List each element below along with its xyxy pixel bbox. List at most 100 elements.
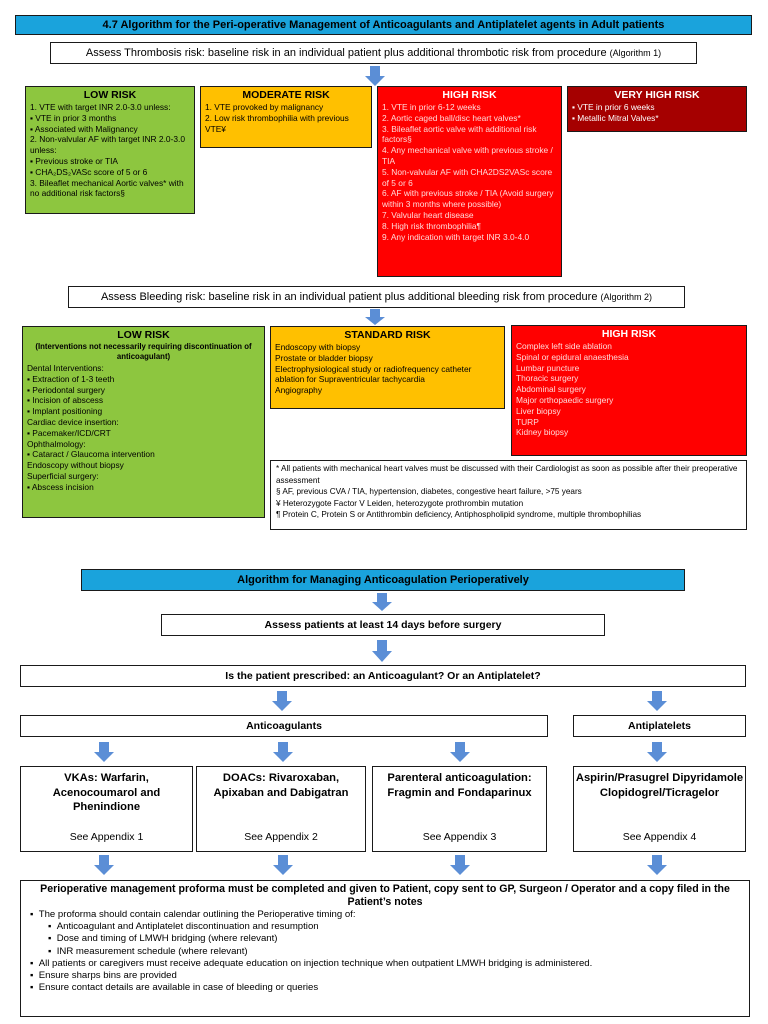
thrombosis-moderate-risk-title: MODERATE RISK	[242, 89, 330, 101]
appendix-ref: See Appendix 1	[69, 831, 144, 843]
appendix-ref: See Appendix 2	[244, 831, 318, 843]
thrombosis-assessment-text: Assess Thrombosis risk: baseline risk in…	[85, 47, 607, 59]
list-item: 4. Any mechanical valve with previous st…	[382, 145, 553, 166]
thrombosis-moderate-risk-box: MODERATE RISK 1. VTE provoked by maligna…	[200, 86, 372, 148]
list-item: 1. VTE provoked by malignancy	[205, 102, 324, 112]
list-item: ▪ Pacemaker/ICD/CRT	[27, 427, 111, 438]
down-arrow-icon	[372, 640, 392, 662]
bleeding-assessment-box: Assess Bleeding risk: baseline risk in a…	[68, 286, 685, 308]
list-item: ▪ Metallic Mitral Valves*	[572, 112, 659, 123]
list-item: Kidney biopsy	[516, 427, 569, 438]
list-item: ¥ Heterozygote Factor V Leiden, heterozy…	[276, 498, 524, 508]
proforma-item: ▪ INR measurement schedule (where releva…	[48, 945, 248, 957]
thrombosis-low-risk-list: 1. VTE with target INR 2.0-3.0 unless:▪ …	[30, 102, 190, 199]
drug-name: Aspirin/Prasugrel Dipyridamole Clopidogr…	[575, 772, 744, 799]
proforma-item: ▪ Ensure contact details are available i…	[30, 982, 319, 994]
list-item: Ophthalmology:	[27, 438, 86, 449]
thrombosis-assessment-box: Assess Thrombosis risk: baseline risk in…	[50, 42, 697, 64]
anticoagulants-box: Anticoagulants	[20, 715, 548, 737]
proforma-heading: Perioperative management proforma must b…	[40, 883, 730, 908]
proforma-items: ▪ The proforma should contain calendar o…	[27, 909, 743, 994]
down-arrow-icon	[94, 742, 114, 762]
down-arrow-icon	[272, 691, 292, 711]
list-item: Complex left side ablation	[516, 341, 612, 351]
down-arrow-icon	[273, 742, 293, 762]
list-item: Thoracic surgery	[516, 373, 579, 384]
down-arrow-icon	[372, 593, 392, 611]
list-item: ¶ Protein C, Protein S or Antithrombin d…	[276, 510, 642, 520]
list-item: Angiography	[275, 385, 323, 396]
list-item: Endoscopy without biopsy	[27, 460, 124, 471]
thrombosis-high-risk-title: HIGH RISK	[442, 89, 497, 101]
down-arrow-icon	[450, 742, 470, 762]
list-item: ▪ Periodontal surgery	[27, 384, 105, 395]
list-item: Dental Interventions:	[27, 363, 104, 373]
drug-name: VKAs: Warfarin, Acenocoumarol and Phenin…	[52, 772, 161, 813]
bleeding-low-risk-subtitle: (Interventions not necessarily requiring…	[35, 342, 252, 361]
list-item: ▪ Implant positioning	[27, 406, 103, 417]
list-item: ▪ Abscess incision	[27, 481, 94, 492]
bleeding-high-risk-title: HIGH RISK	[601, 328, 657, 340]
drug-box-doac: DOACs: Rivaroxaban, Apixaban and Dabigat…	[196, 766, 366, 852]
list-item: 2. Aortic caged ball/disc heart valves*	[382, 112, 521, 123]
down-arrow-icon	[647, 855, 667, 875]
proforma-item: ▪ Dose and timing of LMWH bridging (wher…	[48, 933, 278, 945]
down-arrow-icon	[365, 66, 385, 86]
list-item: 1. VTE in prior 6-12 weeks	[382, 102, 481, 112]
page-title: 4.7 Algorithm for the Peri-operative Man…	[15, 15, 752, 35]
list-item: * All patients with mechanical heart val…	[276, 464, 738, 485]
list-item: Liver biopsy	[516, 405, 561, 416]
list-item: Spinal or epidural anaesthesia	[516, 351, 629, 362]
algorithm-header: Algorithm for Managing Anticoagulation P…	[81, 569, 685, 591]
list-item: Major orthopaedic surgery	[516, 394, 614, 405]
list-item: ▪ Previous stroke or TIA	[30, 155, 118, 166]
list-item: 2. Non-valvular AF with target INR 2.0-3…	[30, 134, 186, 156]
list-item: 6. AF with previous stroke / TIA (Avoid …	[382, 188, 554, 210]
drug-box-vka: VKAs: Warfarin, Acenocoumarol and Phenin…	[20, 766, 193, 852]
list-item: Prostate or bladder biopsy	[275, 352, 373, 363]
list-item: Abdominal surgery	[516, 384, 586, 395]
footnotes-box: * All patients with mechanical heart val…	[270, 460, 747, 530]
list-item: ▪ Incision of abscess	[27, 395, 104, 406]
bleeding-assessment-ref: (Algorithm 2)	[600, 292, 653, 302]
list-item: 3. Bileaflet aortic valve with additiona…	[382, 123, 537, 145]
proforma-item: ▪ The proforma should contain calendar o…	[30, 909, 356, 920]
down-arrow-icon	[647, 691, 667, 711]
list-item: ▪ VTE in prior 3 months	[30, 112, 117, 123]
down-arrow-icon	[273, 855, 293, 875]
list-item: 8. High risk thrombophilia¶	[382, 220, 481, 231]
thrombosis-very-high-risk-list: ▪ VTE in prior 6 weeks▪ Metallic Mitral …	[572, 102, 742, 124]
down-arrow-icon	[450, 855, 470, 875]
footnotes-list: * All patients with mechanical heart val…	[276, 463, 741, 521]
list-item: 3. Bileaflet mechanical Aortic valves* w…	[30, 177, 184, 199]
list-item: § AF, previous CVA / TIA, hypertension, …	[276, 487, 582, 497]
list-item: 9. Any indication with target INR 3.0-4.…	[382, 231, 530, 242]
drug-name: DOACs: Rivaroxaban, Apixaban and Dabigat…	[213, 772, 349, 799]
bleeding-low-risk-list: Dental Interventions:▪ Extraction of 1-3…	[27, 363, 260, 493]
down-arrow-icon	[94, 855, 114, 875]
down-arrow-icon	[647, 742, 667, 762]
list-item: TURP	[516, 416, 539, 427]
proforma-item: ▪ Ensure sharps bins are provided	[30, 970, 177, 982]
assess-14-days-box: Assess patients at least 14 days before …	[161, 614, 605, 636]
proforma-item: ▪ All patients or caregivers must receiv…	[30, 957, 593, 969]
proforma-box: Perioperative management proforma must b…	[20, 880, 750, 1017]
bleeding-assessment-text: Assess Bleeding risk: baseline risk in a…	[100, 291, 598, 303]
list-item: ▪ VTE in prior 6 weeks	[572, 102, 655, 112]
list-item: 7. Valvular heart disease	[382, 209, 474, 220]
appendix-ref: See Appendix 3	[422, 831, 497, 843]
list-item: 2. Low risk thrombophilia with previous …	[205, 112, 349, 134]
thrombosis-very-high-risk-box: VERY HIGH RISK ▪ VTE in prior 6 weeks▪ M…	[567, 86, 747, 132]
list-item: 1. VTE with target INR 2.0-3.0 unless:	[30, 102, 171, 112]
drug-name: Parenteral anticoagulation: Fragmin and …	[387, 772, 532, 799]
prescription-question-box: Is the patient prescribed: an Anticoagul…	[20, 665, 746, 687]
appendix-ref: See Appendix 4	[622, 831, 697, 843]
antiplatelets-box: Antiplatelets	[573, 715, 746, 737]
